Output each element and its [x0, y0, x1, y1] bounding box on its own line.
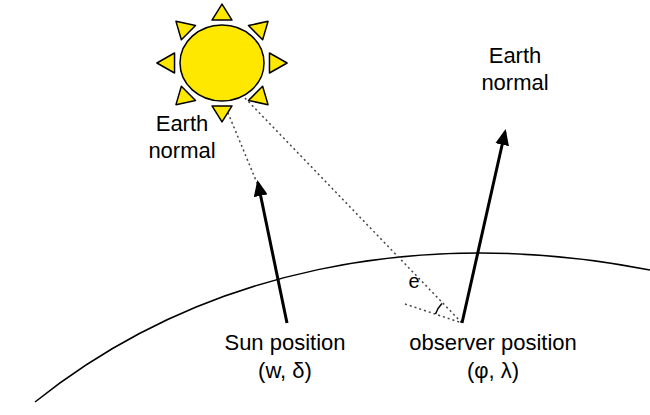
- normal-label: Earth normal: [481, 42, 548, 96]
- normal-arrow: [462, 132, 505, 323]
- sun-ray: [212, 4, 232, 20]
- coordinate-label: (w, δ): [258, 357, 312, 384]
- sun-icon: [157, 4, 287, 122]
- sun-observer-line: [245, 98, 462, 323]
- position-label: Sun position: [224, 329, 345, 356]
- normal-label: Earth normal: [148, 110, 215, 164]
- coordinate-label: (φ, λ): [467, 357, 519, 384]
- sun-ray: [212, 106, 232, 122]
- sun-ray: [269, 53, 287, 73]
- local-horizon-line: [405, 304, 462, 323]
- angle-label: e: [408, 268, 419, 295]
- normal-arrow: [258, 183, 287, 323]
- sun-disc: [180, 25, 264, 101]
- earth-surface: [35, 253, 650, 402]
- sun-ray: [157, 53, 175, 73]
- position-label: observer position: [409, 329, 577, 356]
- sun-zenith-line: [226, 108, 257, 183]
- elevation-angle-arc: [436, 304, 442, 315]
